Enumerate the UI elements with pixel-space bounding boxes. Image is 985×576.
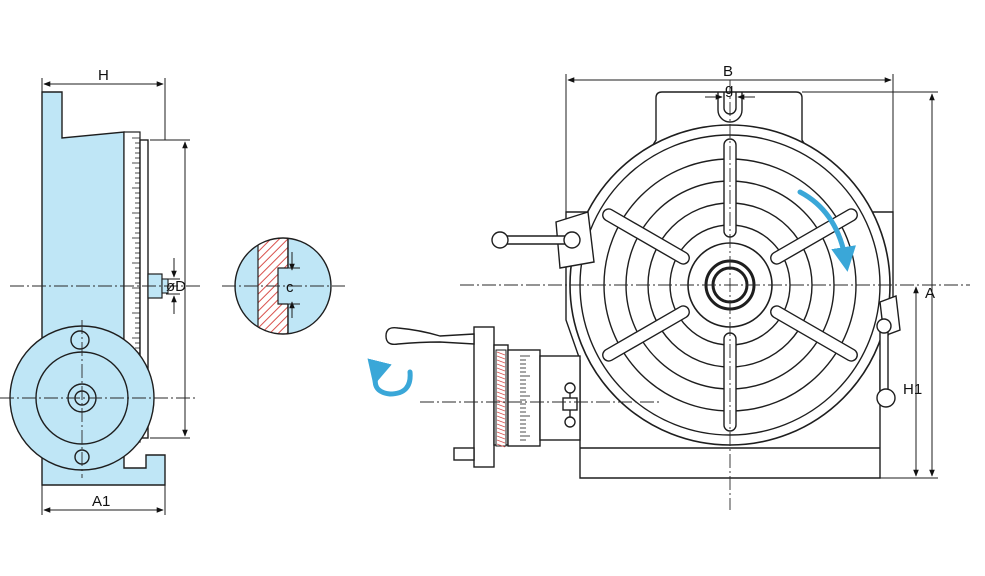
t-slot-2 [770,208,858,265]
dim-label-a: A [925,285,935,302]
table-rotation-arrow [797,189,856,272]
clamp-lever-left [491,211,595,269]
t-slot-spokes [602,138,858,432]
t-slot-6 [602,208,690,265]
side-view: H A1 øD [0,67,200,515]
dim-label-h: H [98,67,109,84]
dim-label-h1: H1 [903,381,922,398]
slot-detail: c [222,237,345,335]
upper-pin [70,330,90,350]
t-slot-5 [602,305,690,362]
t-slot-3 [770,305,858,362]
locating-slot [717,92,743,123]
dial-graduations [495,349,530,448]
dim-label-d: øD [166,278,186,295]
dim-label-b: B [723,63,733,80]
dim-label-g: g [725,81,733,98]
crank-handle [385,326,475,346]
handwheel-assembly [385,326,581,468]
clamp-lever-right [876,295,901,408]
dim-label-c: c [286,279,294,296]
front-view: B g A H1 [367,63,970,510]
crank-rotation-arrow [367,358,413,397]
dim-label-a1: A1 [92,493,110,510]
